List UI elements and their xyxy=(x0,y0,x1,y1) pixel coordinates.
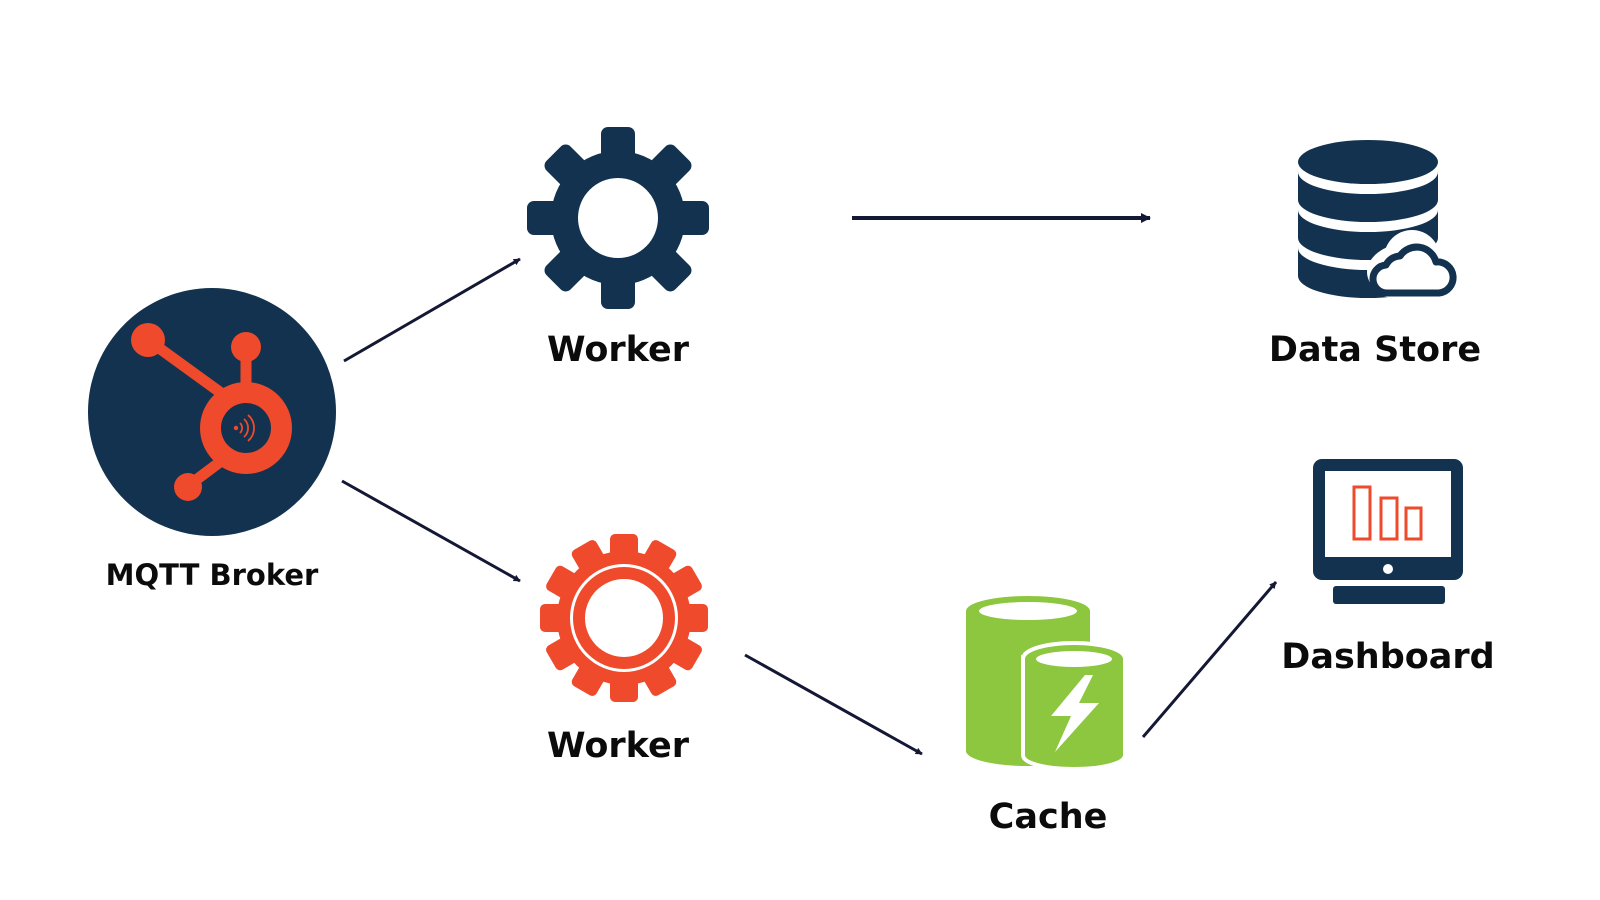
worker-bottom-label: Worker xyxy=(547,726,689,766)
hub-icon xyxy=(88,288,336,536)
database-cloud-icon xyxy=(1298,140,1459,302)
dashboard-label: Dashboard xyxy=(1281,637,1495,677)
arrow-broker-to-worker-top xyxy=(343,257,521,363)
broker-label: MQTT Broker xyxy=(105,558,319,592)
battery-cache-icon xyxy=(966,596,1127,771)
arrow-worker-bottom-to-cache xyxy=(744,653,923,756)
monitor-chart-icon xyxy=(1313,459,1463,604)
connection-arrows xyxy=(341,213,1278,756)
gear-icon xyxy=(540,534,708,702)
cache-label: Cache xyxy=(988,797,1108,837)
worker-top-label: Worker xyxy=(547,330,689,370)
data-store-label: Data Store xyxy=(1268,330,1482,370)
arrow-broker-to-worker-bottom xyxy=(341,479,521,583)
gear-icon xyxy=(527,127,709,309)
arrow-cache-to-dashboard xyxy=(1141,581,1278,738)
